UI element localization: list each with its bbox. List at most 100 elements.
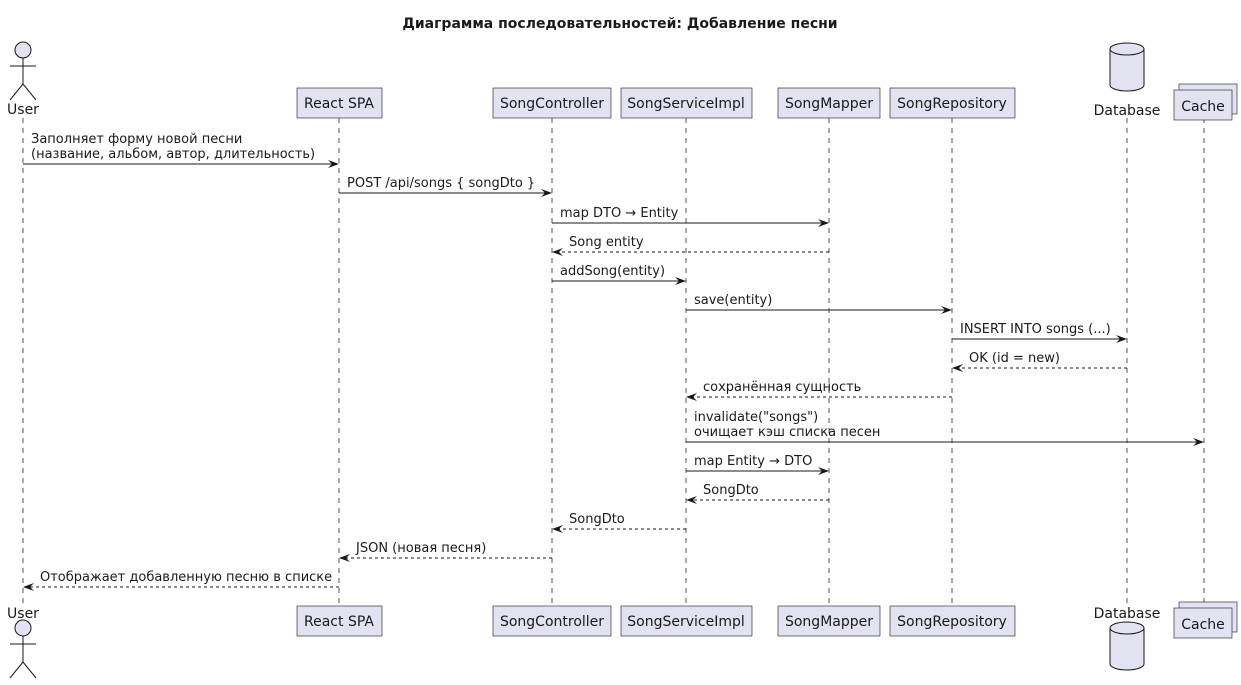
participant-label: Database <box>1094 103 1161 119</box>
participant-mapper-bottom: SongMapper <box>777 605 881 637</box>
participant-spa-top: React SPA <box>296 87 383 119</box>
arrowhead <box>1193 438 1204 446</box>
message-8: OK (id = new) <box>952 351 1127 372</box>
message-label: INSERT INTO songs (...) <box>960 322 1111 337</box>
participant-mapper-top: SongMapper <box>777 87 881 119</box>
participant-box <box>492 605 612 637</box>
participant-cache-top: Cache <box>1173 83 1238 121</box>
message-12: SongDto <box>686 483 829 504</box>
message-label: map DTO → Entity <box>560 206 679 221</box>
participant-box <box>620 87 753 119</box>
message-10: invalidate("songs")очищает кэш списка пе… <box>686 410 1204 446</box>
message-6: save(entity) <box>686 293 952 314</box>
participant-svc-top: SongServiceImpl <box>620 87 753 119</box>
collections-icon <box>1173 83 1238 121</box>
participant-box <box>777 605 881 637</box>
participant-label: React SPA <box>304 614 374 630</box>
participant-label: Database <box>1094 606 1161 622</box>
participant-box <box>889 605 1016 637</box>
message-label: invalidate("songs") <box>694 410 818 425</box>
arrowhead <box>686 496 697 504</box>
arrowhead <box>541 189 552 197</box>
participant-ctrl-bottom: SongController <box>492 605 612 637</box>
message-11: map Entity → DTO <box>686 454 829 475</box>
participant-repo-top: SongRepository <box>889 87 1016 119</box>
participant-box <box>777 87 881 119</box>
arrowhead <box>675 277 686 285</box>
message-label: Отображает добавленную песню в списке <box>40 570 332 585</box>
message-label: OK (id = new) <box>969 351 1060 366</box>
message-3: map DTO → Entity <box>552 206 829 227</box>
message-9: сохранённая сущность <box>686 380 952 401</box>
arrowhead <box>818 467 829 475</box>
participant-label: Cache <box>1181 617 1225 633</box>
participant-label: SongServiceImpl <box>627 614 745 630</box>
participant-label: SongMapper <box>785 614 873 630</box>
participant-db-bottom: Database <box>1094 606 1161 671</box>
arrowhead <box>552 525 563 533</box>
participant-label: User <box>7 606 39 622</box>
message-label: POST /api/songs { songDto } <box>347 176 535 191</box>
participant-svc-bottom: SongServiceImpl <box>620 605 753 637</box>
message-label: SongDto <box>569 512 625 527</box>
message-label: Song entity <box>569 235 644 250</box>
arrowhead <box>339 554 350 562</box>
participant-label: SongController <box>500 614 604 630</box>
collections-icon <box>1173 601 1238 639</box>
message-5: addSong(entity) <box>552 264 686 285</box>
participant-label: SongRepository <box>897 614 1007 630</box>
lifelines <box>22 118 1205 605</box>
arrowhead <box>952 364 963 372</box>
arrowhead <box>552 248 563 256</box>
message-4: Song entity <box>552 235 829 256</box>
database-icon <box>1109 42 1145 92</box>
participant-box <box>889 87 1016 119</box>
participant-cache-bottom: Cache <box>1173 601 1238 639</box>
arrowhead <box>686 393 697 401</box>
participant-label: User <box>7 102 39 118</box>
message-label: SongDto <box>703 483 759 498</box>
participant-label: React SPA <box>304 96 374 112</box>
actor-icon <box>9 41 37 101</box>
participant-ctrl-top: SongController <box>492 87 612 119</box>
message-label: addSong(entity) <box>560 264 665 279</box>
participant-repo-bottom: SongRepository <box>889 605 1016 637</box>
actor-icon <box>9 619 37 679</box>
database-icon <box>1109 621 1145 671</box>
participant-box <box>620 605 753 637</box>
arrowhead <box>818 219 829 227</box>
message-label: JSON (новая песня) <box>355 541 486 556</box>
participant-user-bottom: User <box>7 606 39 679</box>
message-label: очищает кэш списка песен <box>694 425 880 440</box>
participant-label: SongController <box>500 96 604 112</box>
participant-box <box>492 87 612 119</box>
participant-label: SongRepository <box>897 96 1007 112</box>
message-label: save(entity) <box>694 293 772 308</box>
participant-box <box>296 87 383 119</box>
participant-label: Cache <box>1181 99 1225 115</box>
message-2: POST /api/songs { songDto } <box>339 176 552 197</box>
arrowhead <box>1116 335 1127 343</box>
message-1: Заполняет форму новой песни(название, ал… <box>23 132 339 168</box>
message-13: SongDto <box>552 512 686 533</box>
participant-spa-bottom: React SPA <box>296 605 383 637</box>
message-14: JSON (новая песня) <box>339 541 552 562</box>
participant-box <box>296 605 383 637</box>
participant-label: SongMapper <box>785 96 873 112</box>
messages: Заполняет форму новой песни(название, ал… <box>23 132 1204 591</box>
participant-user-top: User <box>7 41 39 118</box>
message-label: сохранённая сущность <box>703 380 861 395</box>
arrowhead <box>23 583 34 591</box>
message-label: Заполняет форму новой песни <box>31 132 242 147</box>
message-label: (название, альбом, автор, длительность) <box>31 147 315 162</box>
message-7: INSERT INTO songs (...) <box>952 322 1127 343</box>
message-15: Отображает добавленную песню в списке <box>23 570 339 591</box>
participant-db-top: Database <box>1094 42 1161 119</box>
diagram-title: Диаграмма последовательностей: Добавлени… <box>402 16 837 32</box>
arrowhead <box>328 160 339 168</box>
message-label: map Entity → DTO <box>694 454 812 469</box>
participant-label: SongServiceImpl <box>627 96 745 112</box>
arrowhead <box>941 306 952 314</box>
